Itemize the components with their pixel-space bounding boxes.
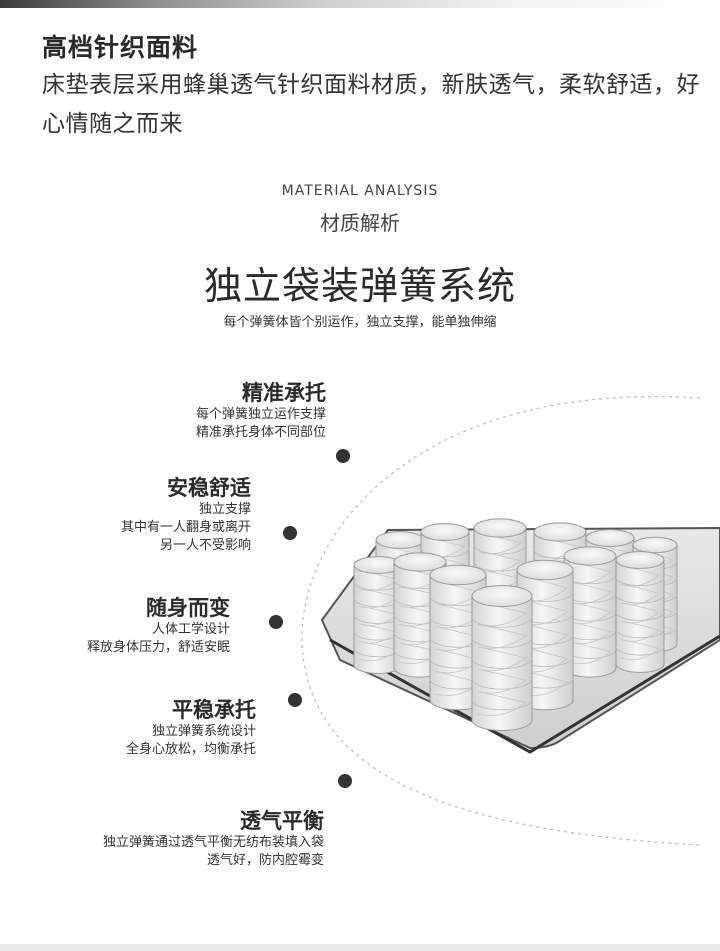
spring-system-subtitle: 每个弹簧体皆个别运作，独立支撑，能单独伸缩 <box>223 315 497 330</box>
fabric-title: 高档针织面料 <box>42 33 199 62</box>
dot-3 <box>269 615 283 629</box>
dot-1 <box>336 449 350 463</box>
feature-4: 平稳承托 独立弹簧系统设计 全身心放松，均衡承托 <box>126 697 256 759</box>
feature-5: 透气平衡 独立弹簧通过透气平衡无纺布装填入袋 透气好，防内腔霉变 <box>103 808 324 870</box>
fabric-description: 床垫表层采用蜂巢透气针织面料材质，新肤透气，柔软舒适，好心情随之而来 <box>42 72 700 137</box>
feature-line: 精准承托身体不同部位 <box>195 425 326 440</box>
dot-4 <box>288 693 302 707</box>
spring-cluster <box>353 518 678 731</box>
feature-line: 每个弹簧独立运作支撑 <box>195 407 326 422</box>
spring-coil <box>353 556 403 674</box>
feature-3: 随身而变 人体工学设计 释放身体压力，舒适安眠 <box>87 595 230 657</box>
feature-line: 另一人不受影响 <box>159 538 251 553</box>
spring-system-title: 独立袋装弹簧系统 <box>203 264 516 308</box>
feature-line: 透气好，防内腔霉变 <box>206 853 324 868</box>
analysis-heading-en: MATERIAL ANALYSIS <box>281 183 439 199</box>
feature-title: 安稳舒适 <box>167 476 251 500</box>
spring-illustration <box>269 396 720 846</box>
dashed-arc <box>301 396 701 846</box>
spring-coil <box>471 585 533 731</box>
feature-line: 释放身体压力，舒适安眠 <box>86 640 230 655</box>
bottom-strip <box>0 944 720 951</box>
feature-line: 全身心放松，均衡承托 <box>125 742 256 757</box>
spring-coil <box>615 551 665 673</box>
feature-title: 随身而变 <box>146 596 230 620</box>
feature-line: 独立弹簧通过透气平衡无纺布装填入袋 <box>102 835 324 850</box>
feature-1: 精准承托 每个弹簧独立运作支撑 精准承托身体不同部位 <box>196 380 326 442</box>
top-image-strip <box>0 0 720 8</box>
dot-2 <box>283 526 297 540</box>
feature-title: 精准承托 <box>242 381 326 405</box>
feature-line: 人体工学设计 <box>151 622 230 637</box>
feature-line: 其中有一人翻身或离开 <box>120 520 251 535</box>
feature-title: 透气平衡 <box>240 809 324 833</box>
feature-line: 独立支撑 <box>198 502 251 517</box>
feature-line: 独立弹簧系统设计 <box>151 724 256 739</box>
analysis-heading-cn: 材质解析 <box>320 211 400 235</box>
feature-2: 安稳舒适 独立支撑 其中有一人翻身或离开 另一人不受影响 <box>121 475 251 555</box>
dot-5 <box>338 774 352 788</box>
feature-title: 平稳承托 <box>172 698 256 722</box>
